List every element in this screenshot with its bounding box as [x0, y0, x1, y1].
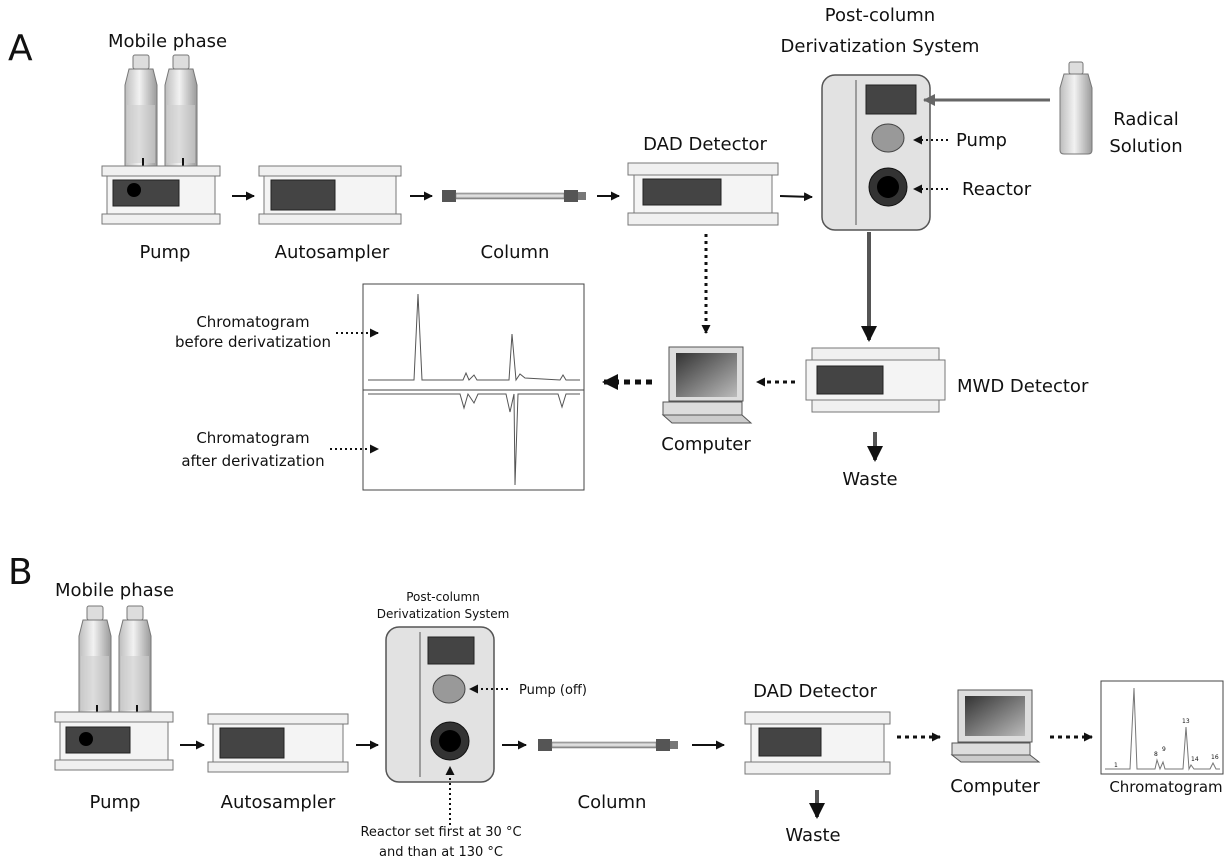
computer-a-label: Computer: [661, 434, 751, 455]
column-b-label: Column: [578, 792, 647, 813]
autosampler-a-icon: [258, 165, 402, 225]
chrom-before-line2: before derivatization: [175, 333, 331, 351]
reactor-b-line2: and than at 130 °C: [379, 845, 503, 860]
column-b-icon: [538, 739, 678, 751]
chromatogram-b-box: [1100, 680, 1224, 775]
chromatogram-b-label: Chromatogram: [1109, 778, 1222, 796]
peak-label-9: 9: [1162, 746, 1166, 753]
pcd-a-title-line2: Derivatization System: [781, 36, 980, 57]
chromatogram-a-box: [362, 283, 585, 491]
mwd-detector-icon: [805, 347, 946, 413]
column-a-label: Column: [481, 242, 550, 263]
pcd-a-pump-label: Pump: [956, 130, 1007, 151]
chrom-before-line1: Chromatogram: [196, 313, 309, 331]
peak-label-13: 13: [1182, 718, 1190, 725]
waste-b-label: Waste: [785, 825, 840, 846]
autosampler-a-label: Autosampler: [275, 242, 390, 263]
pcd-a-reactor-label: Reactor: [962, 179, 1032, 200]
pcd-b-title-line1: Post-column: [406, 590, 480, 604]
mobile-phase-b-label: Mobile phase: [55, 580, 174, 601]
peak-label-1: 1: [1114, 762, 1118, 769]
pcd-b-pump-label: Pump (off): [519, 683, 587, 698]
radical-label-line1: Radical: [1113, 109, 1179, 130]
dad-detector-b-icon: [744, 711, 891, 775]
computer-b-label: Computer: [950, 776, 1040, 797]
autosampler-b-icon: [207, 713, 349, 773]
pump-b-icon: [54, 711, 174, 771]
mwd-detector-label: MWD Detector: [957, 376, 1089, 397]
panel-a-letter: A: [8, 28, 33, 69]
dad-detector-a-label: DAD Detector: [643, 134, 767, 155]
pump-a-icon: [101, 165, 221, 225]
peak-label-8: 8: [1154, 751, 1158, 758]
peak-label-16: 16: [1211, 754, 1219, 761]
radical-solution-bottle-icon: [1059, 61, 1093, 155]
reactor-b-line1: Reactor set first at 30 °C: [360, 825, 521, 840]
pcd-a-icon: [821, 74, 931, 231]
panel-b-letter: B: [8, 552, 33, 593]
pcd-b-title-line2: Derivatization System: [377, 607, 510, 621]
pcd-a-title-line1: Post-column: [825, 5, 935, 26]
pcd-b-icon: [385, 626, 495, 783]
mobile-phase-b-bottles-icon: [78, 605, 152, 717]
pump-b-label: Pump: [90, 792, 141, 813]
pump-a-label: Pump: [140, 242, 191, 263]
chrom-after-line1: Chromatogram: [196, 429, 309, 447]
panel-b: B Mobile phase Pump: [8, 552, 1224, 860]
autosampler-b-label: Autosampler: [221, 792, 336, 813]
peak-label-14: 14: [1191, 756, 1199, 763]
panel-a: A Mobile phase Pump: [8, 5, 1183, 491]
dad-detector-b-label: DAD Detector: [753, 681, 877, 702]
waste-a-label: Waste: [842, 469, 897, 490]
column-a-icon: [442, 190, 586, 202]
dad-detector-a-icon: [627, 162, 779, 226]
mobile-phase-label: Mobile phase: [108, 31, 227, 52]
computer-a-icon: [661, 346, 753, 424]
radical-label-line2: Solution: [1109, 136, 1182, 157]
chrom-after-line2: after derivatization: [181, 452, 324, 470]
mobile-phase-bottles-icon: [124, 54, 198, 170]
computer-b-icon: [950, 689, 1041, 763]
